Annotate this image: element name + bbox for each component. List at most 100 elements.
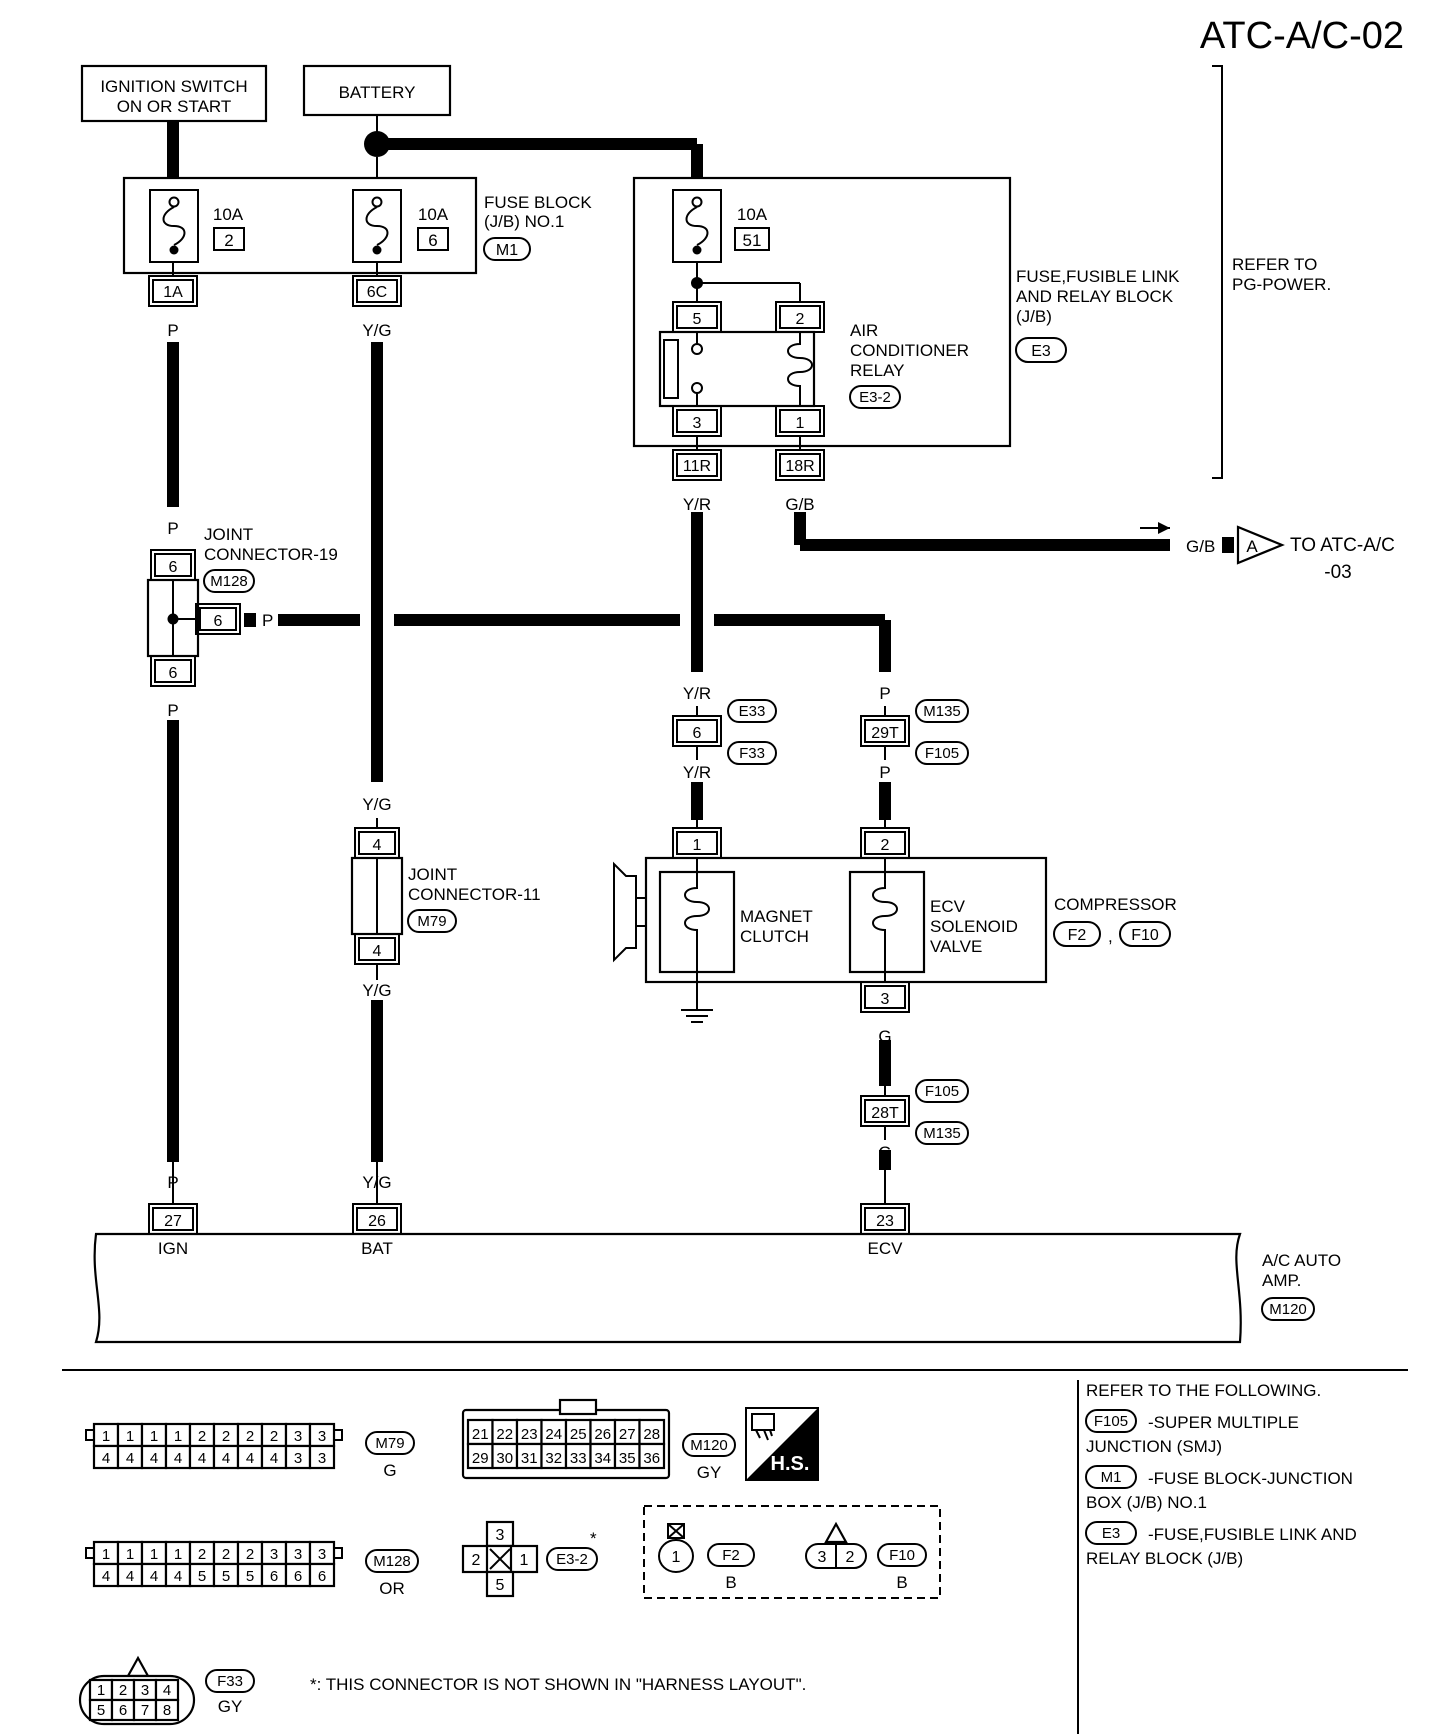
jc11-connector: M79 [417, 913, 446, 930]
jc19-line1: JOINT [204, 525, 253, 544]
relay-block-line3: (J/B) [1016, 307, 1052, 326]
pin-number: 35 [619, 1450, 636, 1467]
pin-number: 3 [318, 1546, 326, 1563]
pin-number: 4 [102, 1568, 110, 1585]
wire-g-1: G [878, 1027, 891, 1046]
pin-number: 5 [97, 1702, 105, 1719]
joint-connector-19: 6 6 6 [146, 549, 256, 687]
jc11-line2: CONNECTOR-11 [408, 885, 541, 904]
amp-pin-27: 27 [164, 1213, 182, 1230]
amp-connector: M120 [1269, 1301, 1307, 1318]
f105-top: F105 [925, 1083, 959, 1100]
wire-p-3: P [262, 611, 273, 630]
connector-28t: 28T [860, 1095, 910, 1127]
f10-pin-3: 3 [818, 1549, 827, 1566]
fuse-2-number: 2 [224, 231, 233, 250]
f10-pin-2: 2 [846, 1549, 855, 1566]
refer-text-3a: -FUSE,FUSIBLE LINK AND [1148, 1525, 1357, 1544]
ecv-line3: VALVE [930, 937, 982, 956]
pin-number: 6 [294, 1568, 302, 1585]
pin-number: 5 [222, 1568, 230, 1585]
fuse-block-connector: M1 [496, 242, 518, 259]
pin-number: 1 [150, 1546, 158, 1563]
pin-number: 32 [545, 1450, 562, 1467]
refer-text-3b: RELAY BLOCK (J/B) [1086, 1549, 1243, 1568]
ecv-line2: SOLENOID [930, 917, 1018, 936]
pin-number: 4 [102, 1450, 110, 1467]
fuse-51-rating: 10A [737, 205, 768, 224]
pin-number: 2 [198, 1546, 206, 1563]
fuse-block-no1: 10A 2 10A 6 1A 6C [122, 176, 478, 307]
f2-color: B [725, 1573, 736, 1592]
relay-connector: E3-2 [859, 389, 891, 406]
pin-cell [589, 1442, 617, 1470]
e32-pin-1: 1 [520, 1552, 529, 1569]
pin-number: 3 [294, 1450, 302, 1467]
jc11-pin-top: 4 [373, 837, 382, 854]
wire-yg-2: Y/G [362, 795, 391, 814]
refer-code-2: M1 [1101, 1469, 1122, 1486]
wire-yr-3: Y/R [683, 763, 711, 782]
pin-number: 3 [294, 1428, 302, 1445]
pin-number: 4 [163, 1682, 171, 1699]
pin-number: 8 [163, 1702, 171, 1719]
compressor: 1 2 3 [613, 820, 1048, 1023]
pin-number: 2 [246, 1428, 254, 1445]
relay-block-line2: AND RELAY BLOCK [1016, 287, 1174, 306]
pin-number: 4 [174, 1450, 182, 1467]
relay-label-2: CONDITIONER [850, 341, 969, 360]
wire-g-2: G [878, 1143, 891, 1162]
f33-bottom: F33 [739, 745, 765, 762]
e32-pin-3: 3 [496, 1527, 505, 1544]
wire-gb-1: G/B [785, 495, 814, 514]
wire-gb-2: G/B [1186, 537, 1215, 556]
hs-logo: H.S. [745, 1407, 819, 1481]
jc11-line1: JOINT [408, 865, 457, 884]
pin-cell [613, 1418, 641, 1446]
pin-number: 21 [472, 1426, 489, 1443]
pin-number: 4 [126, 1450, 134, 1467]
e32-pin-2: 2 [472, 1552, 481, 1569]
ignition-switch: IGNITION SWITCH ON OR START [80, 64, 268, 123]
pin-number: 1 [174, 1546, 182, 1563]
refer-power-line2: PG-POWER. [1232, 275, 1331, 294]
pin-number: 22 [496, 1426, 513, 1443]
to-next-line2: -03 [1324, 562, 1351, 583]
relay-pin-1: 1 [796, 415, 805, 432]
wire-p-2: P [167, 519, 178, 538]
pin-number: 4 [126, 1568, 134, 1585]
connector-latch [85, 1429, 95, 1441]
pin-cell [154, 1698, 180, 1722]
pin-cell [308, 1444, 336, 1470]
fuse-block-line2: (J/B) NO.1 [484, 212, 564, 231]
connector-e33-f33: 6 [672, 715, 722, 747]
connector-f10-face: 3 2 [805, 1521, 867, 1569]
to-next-marker: A [1246, 537, 1258, 556]
wire-yg-3: Y/G [362, 981, 391, 1000]
relay-pin-5: 5 [693, 311, 702, 328]
pin-number: 4 [246, 1450, 254, 1467]
pin-number: 4 [222, 1450, 230, 1467]
pin-number: 2 [198, 1428, 206, 1445]
pin-number: 1 [102, 1428, 110, 1445]
pin-number: 1 [150, 1428, 158, 1445]
ecv-line1: ECV [930, 897, 966, 916]
refer-text-2a: -FUSE BLOCK-JUNCTION [1148, 1469, 1353, 1488]
f33-id: F33 [217, 1673, 243, 1690]
ecv-pin-in: 2 [881, 837, 890, 854]
compressor-f2: F2 [1068, 927, 1087, 944]
amp-line1: A/C AUTO [1262, 1251, 1341, 1270]
pin-number: 27 [619, 1426, 636, 1443]
wire-p-4: P [167, 701, 178, 720]
pin-cell [613, 1442, 641, 1470]
f33-color: GY [218, 1697, 243, 1716]
pin-29t: 29T [871, 725, 899, 742]
m128-color: OR [379, 1579, 405, 1598]
pin-number: 6 [119, 1702, 127, 1719]
relay-block-connector: E3 [1031, 343, 1051, 360]
m120-id: M120 [690, 1437, 728, 1454]
f2-pin: 1 [672, 1549, 681, 1566]
wires [167, 121, 1170, 1170]
